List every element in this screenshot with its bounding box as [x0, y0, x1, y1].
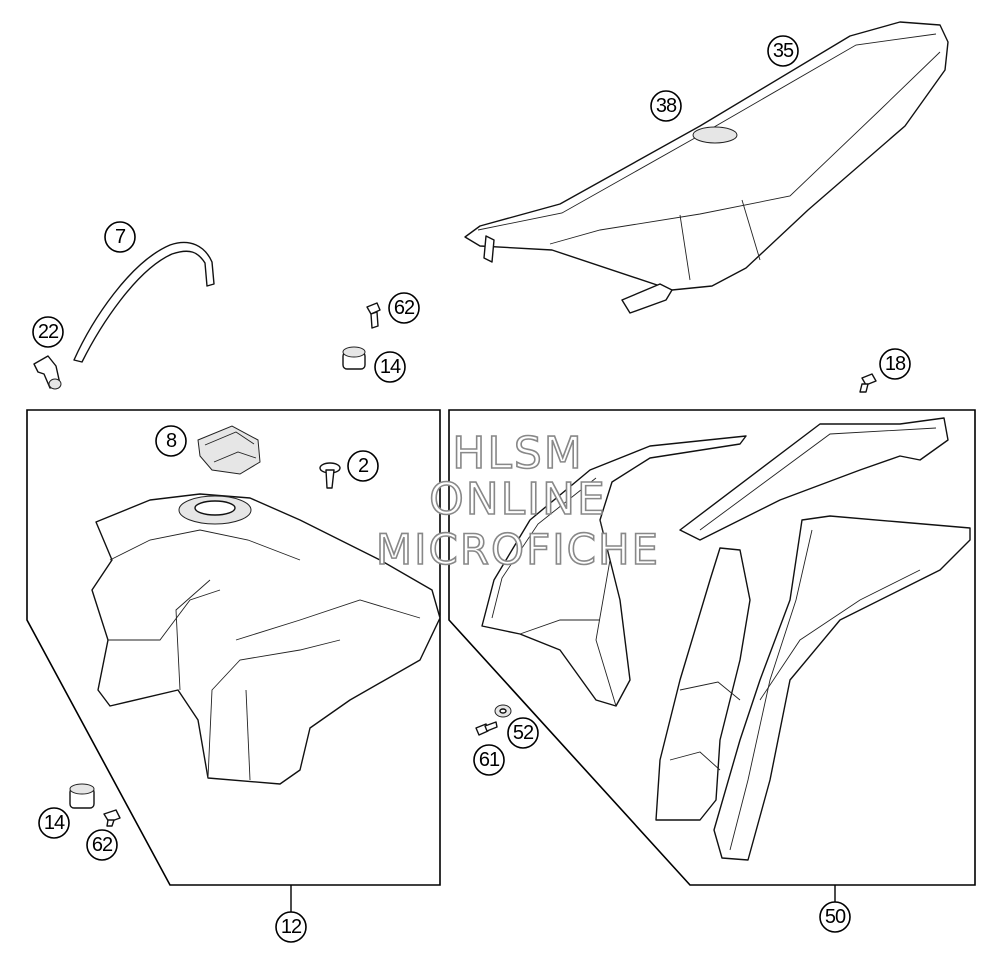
svg-text:14: 14 [44, 812, 65, 834]
svg-text:7: 7 [115, 226, 126, 248]
screw-2[interactable] [319, 462, 341, 489]
callout-14-lower[interactable]: 14 [38, 807, 70, 839]
washer-52[interactable] [494, 704, 512, 718]
watermark-line-2: ONLINE [429, 474, 607, 525]
spacer-14-lower[interactable] [69, 783, 95, 809]
callout-52[interactable]: 52 [507, 717, 539, 749]
callout-8[interactable]: 8 [155, 425, 187, 457]
callout-22[interactable]: 22 [32, 316, 64, 348]
svg-text:2: 2 [358, 455, 369, 477]
svg-text:52: 52 [513, 722, 534, 744]
svg-text:12: 12 [281, 916, 302, 938]
bolt-62-lower[interactable] [103, 809, 121, 827]
watermark-line-1: HLSM [452, 428, 584, 479]
watermark-line-3: MICROFICHE [376, 525, 660, 574]
hose-elbow[interactable] [33, 355, 62, 390]
callout-2[interactable]: 2 [347, 450, 379, 482]
bolt-18[interactable] [859, 373, 877, 393]
svg-text:8: 8 [166, 430, 177, 452]
callout-62-lower[interactable]: 62 [86, 829, 118, 861]
svg-text:61: 61 [479, 749, 500, 771]
callout-35[interactable]: 35 [767, 35, 799, 67]
tank-group-panel [26, 409, 441, 886]
bolt-62[interactable] [366, 302, 381, 329]
callout-61[interactable]: 61 [473, 744, 505, 776]
callout-62[interactable]: 62 [388, 292, 420, 324]
callout-50[interactable]: 50 [819, 901, 851, 933]
svg-text:38: 38 [656, 95, 677, 117]
watermark: HLSM ONLINE MICROFICHE [375, 427, 660, 575]
svg-text:50: 50 [825, 906, 846, 928]
bolt-61[interactable] [475, 721, 498, 736]
spacer-14[interactable] [342, 346, 366, 370]
tank-cap[interactable] [197, 425, 261, 475]
callout-18[interactable]: 18 [879, 348, 911, 380]
svg-text:62: 62 [92, 834, 113, 856]
svg-text:35: 35 [773, 40, 794, 62]
callout-12[interactable]: 12 [275, 911, 307, 943]
seat-badge [692, 126, 738, 144]
svg-text:22: 22 [38, 321, 59, 343]
svg-text:62: 62 [394, 297, 415, 319]
callout-14[interactable]: 14 [374, 351, 406, 383]
svg-text:14: 14 [380, 356, 401, 378]
radiator-spoiler-right[interactable] [655, 515, 971, 861]
radiator-spoiler-left[interactable] [481, 417, 949, 707]
fuel-hose[interactable] [73, 241, 215, 363]
spoiler-group-panel [448, 409, 976, 886]
seat-assembly[interactable] [464, 21, 949, 314]
callout-38[interactable]: 38 [650, 90, 682, 122]
svg-text:18: 18 [885, 353, 906, 375]
callout-7[interactable]: 7 [104, 221, 136, 253]
fuel-tank[interactable] [91, 493, 441, 785]
